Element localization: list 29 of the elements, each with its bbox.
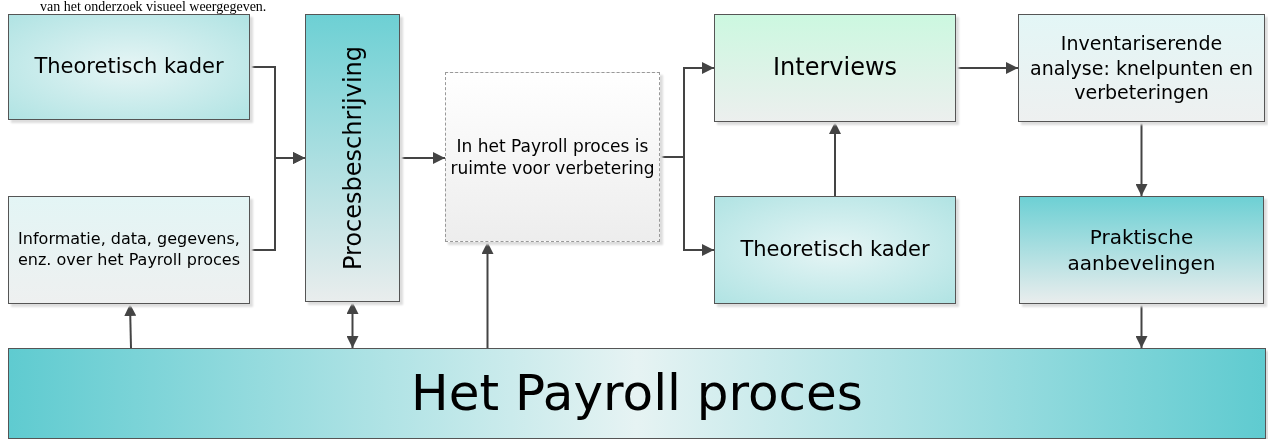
arrow [346, 301, 359, 349]
arrow [955, 62, 1019, 74]
arrow [1135, 121, 1148, 197]
node-label: Interviews [772, 52, 898, 84]
process-band [8, 348, 1266, 439]
arrow [659, 156, 715, 256]
node-label: Inventariserende analyse: knelpunten en verbeteringen [1029, 30, 1254, 106]
process-box [714, 14, 956, 122]
node-label: Theoretisch kader [740, 236, 930, 264]
process-column [305, 14, 400, 302]
arrow [1135, 303, 1148, 349]
node-label: In het Payroll proces is ruimte voor verbetering [450, 134, 655, 180]
node-label: Theoretisch kader [34, 53, 224, 81]
node-label: Procesbeschrijving [340, 46, 365, 270]
arrow [829, 121, 841, 197]
process-box [8, 196, 250, 304]
arrow [124, 303, 137, 349]
arrow [481, 241, 494, 349]
process-box [714, 196, 956, 304]
process-box [1019, 196, 1264, 304]
node-label: Informatie, data, gegevens, enz. over het Payroll proces [17, 229, 241, 271]
arrow [249, 152, 306, 251]
node-label: Het Payroll proces [411, 363, 863, 424]
arrow [399, 152, 446, 164]
process-box [8, 14, 250, 120]
process-box [445, 72, 660, 242]
process-box [1018, 14, 1265, 122]
body-text-fragment: van het onderzoek visueel weergegeven. [40, 0, 267, 14]
node-label: Praktische aanbevelingen [1066, 224, 1217, 276]
